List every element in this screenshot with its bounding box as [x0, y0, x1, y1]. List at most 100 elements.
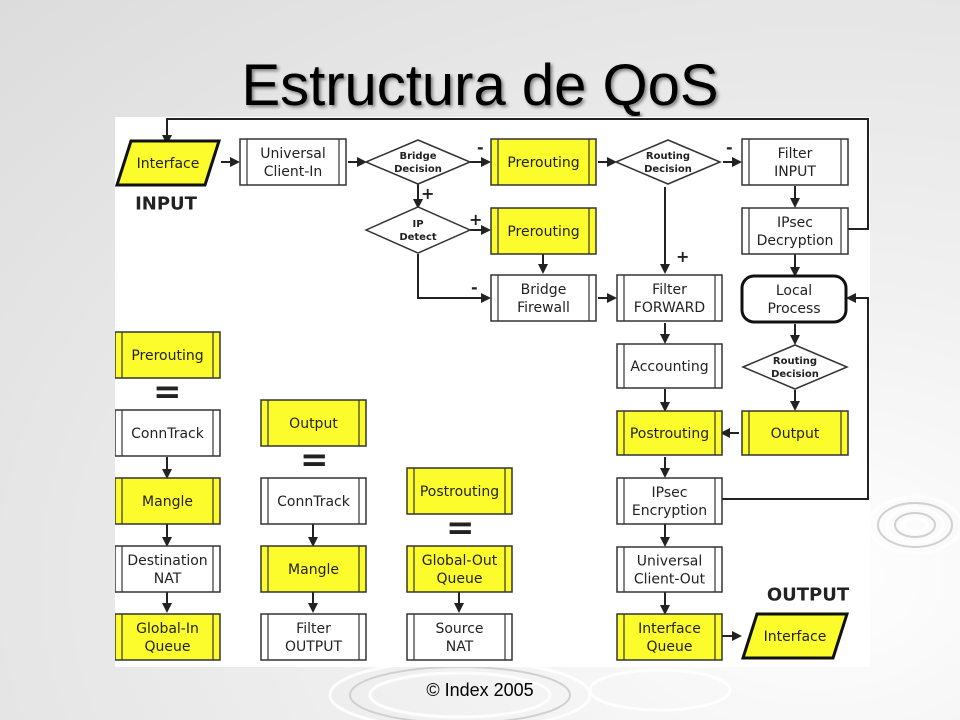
- legend-postrouting-head-label-text: Postrouting: [420, 484, 499, 500]
- accounting-box-label: Accounting: [630, 359, 708, 375]
- local-process-box-label-line-1: Local: [776, 283, 812, 299]
- legend-prerouting-step-4-label-line-2: Queue: [145, 639, 191, 655]
- input-label: INPUT: [135, 193, 198, 214]
- minus-sign-1: -: [477, 138, 484, 157]
- routing-decision-mid-diamond-label-line-1: Routing: [773, 356, 817, 367]
- equals-sign-output: =: [300, 440, 329, 480]
- legend-prerouting-step-2-label-text: Mangle: [142, 494, 193, 510]
- postrouting-box: Postrouting: [616, 410, 723, 456]
- legend-output-head-label-text: Output: [289, 416, 338, 432]
- ip-detect-diamond-label-line-2: Detect: [399, 232, 437, 243]
- interface-out-label: Interface: [764, 629, 827, 645]
- minus-sign-2: -: [471, 278, 478, 297]
- accounting-box: Accounting: [616, 343, 723, 389]
- interface-in-label: Interface: [137, 156, 200, 172]
- input-label-text: INPUT: [135, 193, 198, 214]
- prerouting-top-box-label: Prerouting: [507, 155, 579, 171]
- legend-prerouting-step-4-label-line-1: Global-In: [136, 621, 199, 637]
- universal-client-in-box-label-line-1: Universal: [260, 146, 325, 162]
- legend-output-step-2-label: Mangle: [288, 562, 339, 578]
- routing-decision-top-diamond-label-line-2: Decision: [644, 164, 692, 175]
- interface-in-label-text: Interface: [137, 156, 200, 172]
- legend-postrouting-step-2-label-line-2: NAT: [446, 639, 474, 655]
- legend-output-step-3-label-line-2: OUTPUT: [285, 639, 343, 655]
- legend-prerouting-head-label-text: Prerouting: [131, 348, 203, 364]
- legend-output-step-1-label: ConnTrack: [277, 494, 351, 510]
- legend-prerouting-head-label: Prerouting: [131, 348, 203, 364]
- legend-prerouting-step-1-label: ConnTrack: [131, 426, 205, 442]
- interface-queue-box-label-line-2: Queue: [647, 639, 693, 655]
- ipsec-encryption-box-label-line-2: Encryption: [632, 503, 707, 519]
- filter-forward-box-label-line-2: FORWARD: [634, 300, 705, 316]
- interface-in: Interface: [115, 139, 222, 187]
- routing-decision-top-diamond-label-line-1: Routing: [646, 151, 690, 162]
- legend-output-step-2-label-text: Mangle: [288, 562, 339, 578]
- legend-postrouting-head: Postrouting: [406, 467, 513, 515]
- footer-copyright: © Index 2005: [426, 680, 534, 700]
- flow-arrow-22: [720, 293, 869, 500]
- prerouting-mid-box-label: Prerouting: [507, 224, 579, 240]
- output-box: Output: [741, 410, 849, 456]
- legend-output-step-1: ConnTrack: [260, 477, 367, 525]
- legend-prerouting-step-1: ConnTrack: [115, 409, 221, 457]
- filter-forward-box-label-line-1: Filter: [652, 282, 687, 298]
- legend-postrouting-step-2-label-line-1: Source: [435, 621, 483, 637]
- plus-sign-2: +: [469, 210, 482, 229]
- interface-queue-box-label-line-1: Interface: [638, 621, 701, 637]
- legend-output-head: Output: [260, 399, 367, 447]
- equals-sign-postrouting: =: [446, 508, 475, 548]
- plus-sign-3: +: [676, 247, 689, 266]
- legend-postrouting-step-1-label-line-2: Queue: [437, 571, 483, 587]
- local-process-box-label-line-2: Process: [767, 301, 820, 317]
- prerouting-top-box-label-text: Prerouting: [507, 155, 579, 171]
- prerouting-mid-box: Prerouting: [490, 207, 597, 255]
- output-label-text: OUTPUT: [767, 584, 850, 605]
- bridge-decision-diamond-label-line-1: Bridge: [399, 151, 436, 162]
- flow-arrow-10: [417, 254, 491, 303]
- legend-postrouting-head-label: Postrouting: [420, 484, 499, 500]
- legend-prerouting-head: Prerouting: [115, 331, 221, 379]
- ipsec-decryption-box-label-line-2: Decryption: [757, 233, 834, 249]
- ipsec-decryption-box-label-line-1: IPsec: [777, 215, 813, 231]
- legend-output-head-label: Output: [289, 416, 338, 432]
- accounting-box-label-text: Accounting: [630, 359, 708, 375]
- universal-client-out-box-label-line-1: Universal: [637, 553, 702, 569]
- legend-prerouting-step-2: Mangle: [115, 477, 221, 525]
- output-box-label-text: Output: [771, 426, 820, 442]
- plus-sign-1: +: [421, 184, 434, 203]
- minus-sign-3: -: [726, 138, 733, 157]
- ipsec-encryption-box-label-line-1: IPsec: [652, 485, 688, 501]
- legend-prerouting-step-3-label-line-2: NAT: [154, 571, 182, 587]
- legend-prerouting-step-2-label: Mangle: [142, 494, 193, 510]
- interface-out: Interface: [740, 612, 850, 660]
- slide-title: Estructura de QoS: [241, 53, 719, 118]
- bridge-firewall-box-label-line-1: Bridge: [521, 282, 567, 298]
- universal-client-in-box-label-line-2: Client-In: [264, 164, 323, 180]
